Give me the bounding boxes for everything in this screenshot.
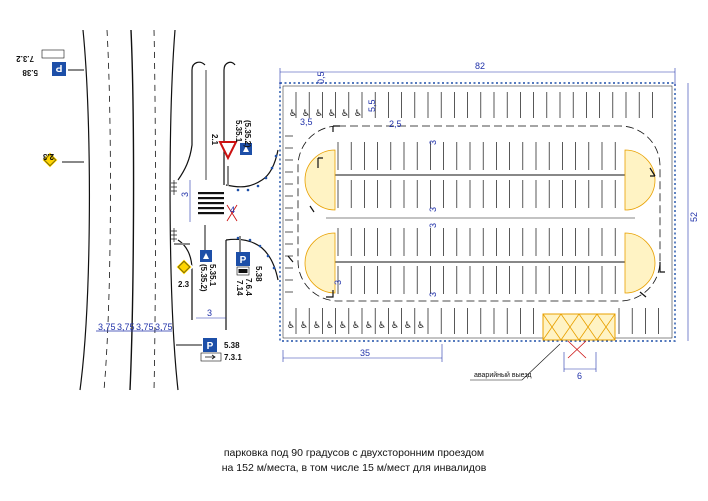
svg-text:P: P [240, 255, 247, 266]
svg-text:5.38: 5.38 [254, 266, 263, 282]
wheelchair-icon: ♿ [352, 321, 360, 331]
dim-3-b: 3 [428, 207, 438, 212]
wheelchair-icon: ♿ [315, 109, 323, 119]
dim-3-a: 3 [428, 140, 438, 145]
wheelchair-icon: ♿ [417, 321, 425, 331]
wheelchair-icon: ♿ [378, 321, 386, 331]
svg-text:2.3: 2.3 [178, 280, 190, 289]
svg-text:(5.35.2): (5.35.2) [199, 264, 208, 292]
svg-text:7.6.4: 7.6.4 [244, 278, 253, 296]
svg-text:7.14: 7.14 [235, 280, 244, 296]
wheelchair-icon: ♿ [391, 321, 399, 331]
wheelchair-icon: ♿ [339, 321, 347, 331]
svg-text:аварийный выезд: аварийный выезд [474, 371, 532, 379]
wheelchair-icon: ♿ [404, 321, 412, 331]
emergency-exit-label: аварийный выезд [470, 343, 561, 381]
dim-3-d: 3 [428, 292, 438, 297]
total-length-dim: 82 [475, 61, 485, 71]
sign-5-38-top: P 7.3.2 5.38 [16, 49, 84, 77]
parking-stall-lines [285, 92, 659, 334]
svg-text:2.3: 2.3 [42, 152, 54, 161]
curb-dots [236, 154, 278, 270]
svg-text:5.38: 5.38 [22, 68, 38, 77]
wheelchair-icon: ♿ [313, 321, 321, 331]
wheelchair-icon: ♿ [354, 109, 362, 119]
highway [79, 29, 179, 391]
access-road [177, 61, 279, 330]
road-width-mid: 4 [230, 205, 235, 215]
dim-5-5: 5,5 [367, 99, 377, 112]
hatched-islands [304, 149, 656, 294]
wheelchair-icon: ♿ [365, 321, 373, 331]
lane-width-dimensions: 3,75 3,75 3,75 3,75 [96, 322, 173, 332]
wheelchair-icon: ♿ [289, 109, 297, 119]
wheelchair-icon: ♿ [302, 109, 310, 119]
lane-dim-1: 3,75 [98, 322, 116, 332]
offset-dim: 0,5 [316, 71, 326, 84]
emergency-exit-area [542, 313, 616, 359]
red-cross-marking [226, 204, 238, 222]
svg-text:P: P [55, 62, 62, 73]
sign-5-38-bottom: P 5.38 7.3.1 [176, 338, 242, 362]
parking-lot [279, 82, 676, 342]
direction-arrows [287, 125, 665, 298]
wheelchair-icon: ♿ [287, 321, 295, 331]
wheelchair-icon: ♿ [300, 321, 308, 331]
svg-text:5.38: 5.38 [224, 341, 240, 350]
sign-5-38-mid: P 5.38 7.6.4 7.14 [235, 236, 263, 296]
svg-text:7.3.1: 7.3.1 [224, 353, 242, 362]
svg-text:5.35.1: 5.35.1 [208, 264, 217, 287]
svg-text:P: P [207, 341, 214, 352]
dim-35: 35 [360, 348, 370, 358]
caption-line-2: на 152 м/места, в том числе 15 м/мест дл… [221, 462, 487, 474]
sign-2-3-top: 2.3 [40, 150, 84, 170]
crosswalk [198, 192, 224, 215]
dim-3-e: 3 [333, 280, 343, 285]
dim-3-5: 3,5 [300, 117, 313, 127]
road-dimensions: 3 4 3 [180, 180, 235, 319]
svg-text:7.3.2: 7.3.2 [16, 54, 34, 63]
disabled-stall-symbols: ♿ ♿ ♿ ♿ ♿ ♿ ♿ ♿ ♿ ♿ ♿ ♿ ♿ ♿ ♿ ♿ ♿ [287, 109, 425, 331]
wheelchair-icon: ♿ [328, 109, 336, 119]
lane-dim-2: 3,75 [117, 322, 135, 332]
dim-2-5: 2,5 [389, 119, 402, 129]
lane-dim-4: 3,75 [155, 322, 173, 332]
sign-2-1-and-5-35-1-top: 2.1 5.35.1 (5.35.2) [210, 120, 252, 186]
wheelchair-icon: ♿ [341, 109, 349, 119]
road-width-left: 3 [180, 192, 190, 197]
lot-dimensions: 82 52 0,5 5,5 3,5 2,5 3 3 3 3 3 35 6 [279, 61, 699, 381]
svg-text:2.1: 2.1 [210, 134, 219, 146]
svg-text:(5.35.2): (5.35.2) [243, 120, 252, 148]
caption-line-1: парковка под 90 градусов с двухсторонним… [223, 447, 485, 459]
total-width-dim: 52 [689, 212, 699, 222]
sign-5-35-1-bottom: 5.35.1 (5.35.2) [199, 225, 217, 292]
wheelchair-icon: ♿ [326, 321, 334, 331]
dim-6: 6 [577, 371, 582, 381]
dim-3-c: 3 [428, 223, 438, 228]
svg-text:5.35.1: 5.35.1 [234, 120, 243, 143]
lane-dim-3: 3,75 [136, 322, 154, 332]
tactile-strip-left [171, 180, 177, 242]
sign-2-3-bottom: 2.3 [174, 243, 194, 289]
road-width-bottom: 3 [207, 308, 212, 318]
